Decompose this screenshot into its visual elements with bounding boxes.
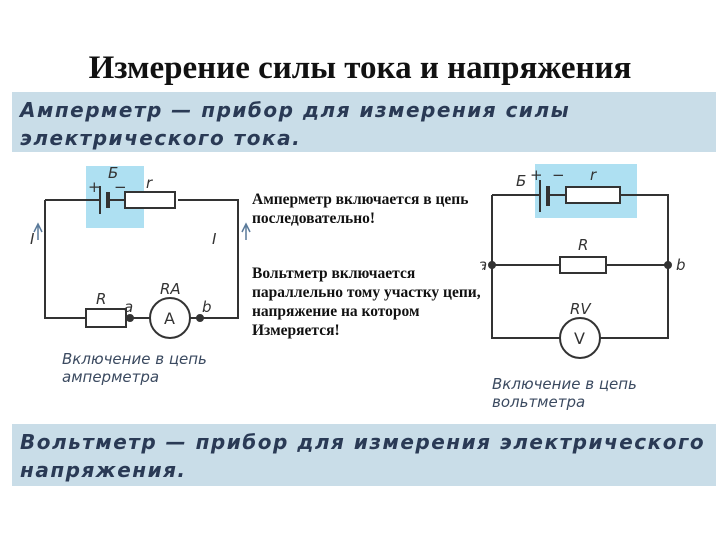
ammeter-note: Амперметр включается в цепь последовател… [252, 190, 482, 228]
node-a-label: a [478, 256, 487, 274]
current-arrow-left [33, 222, 43, 240]
resistor-label: R [578, 236, 588, 254]
ammeter-definition-band [12, 92, 716, 152]
voltmeter-symbol [559, 317, 601, 359]
resistor-label: R [96, 290, 106, 308]
current-label-left: I [30, 230, 35, 248]
ammeter-caption: Включение в цепь амперметра [62, 350, 207, 386]
node-a-dot [126, 314, 134, 322]
resistor-r-symbol [85, 308, 127, 328]
internal-resistance-label: r [590, 166, 597, 184]
internal-resistance-label: r [146, 174, 153, 192]
node-b-label: b [202, 298, 212, 316]
current-arrow-right [241, 222, 251, 240]
current-label-right: I [212, 230, 217, 248]
node-a-dot [488, 261, 496, 269]
node-a-label: a [124, 298, 133, 316]
internal-resistance-symbol [124, 191, 176, 209]
slide-title: Измерение силы тока и напряжения [88, 50, 632, 86]
plus-sign: + [530, 166, 543, 184]
wire [178, 199, 239, 319]
voltmeter-circuit [488, 164, 672, 359]
ammeter-circuit [33, 166, 251, 339]
plus-sign: + [88, 178, 101, 196]
ammeter-letter: A [164, 309, 175, 328]
battery-label: Б [108, 164, 118, 182]
wire [44, 200, 86, 319]
minus-sign: − [552, 166, 565, 184]
wire [491, 195, 560, 339]
voltmeter-caption: Включение в цепь вольтметра [492, 375, 637, 411]
resistor-symbol [559, 256, 607, 274]
voltmeter-resistance-label: RV [570, 300, 592, 318]
node-b-dot [664, 261, 672, 269]
node-b-label: b [676, 256, 686, 274]
voltmeter-definition-band [12, 424, 716, 486]
internal-resistance-symbol [565, 186, 621, 204]
ammeter-definition: Амперметр — прибор для измерения силы эл… [20, 98, 571, 150]
voltmeter-definition: Вольтметр — прибор для измерения электри… [20, 430, 706, 482]
battery-label: Б [516, 172, 526, 190]
ammeter-resistance-label: RA [160, 280, 181, 298]
voltmeter-note: Вольтметр включается параллельно тому уч… [252, 264, 482, 340]
voltmeter-letter: V [574, 329, 585, 348]
node-b-dot [196, 314, 204, 322]
minus-sign: − [114, 178, 127, 196]
